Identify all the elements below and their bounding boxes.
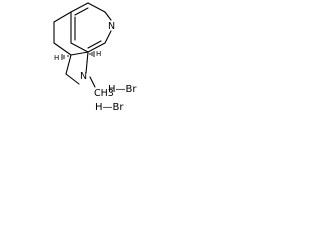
pyridine-ring (70, 2, 112, 53)
stereo-h-upper: H (96, 50, 101, 58)
bond (89, 76, 96, 88)
bond (85, 51, 89, 74)
bond (104, 30, 112, 44)
bond (70, 42, 89, 53)
hbr-salt-2: H—Br (95, 102, 124, 113)
bond (70, 2, 89, 13)
bond (65, 73, 80, 85)
bond (65, 54, 72, 75)
stereo-h-lower: H (54, 54, 59, 62)
hbr-salt-1: H—Br (108, 84, 137, 95)
bond (104, 11, 112, 21)
double-bond-inner (87, 40, 102, 49)
cyclohexane-ring (53, 11, 89, 56)
methyl-label: CH3 (94, 88, 114, 99)
pyrrolidine-ring (65, 51, 96, 88)
molecular-structure-diagram: N N CH3 H H H—Br H—Br (53, 2, 137, 113)
bond (87, 42, 106, 53)
bond (70, 51, 89, 56)
bond (53, 42, 72, 56)
stereo-bonds (61, 51, 95, 60)
bond (87, 2, 106, 13)
bond (53, 11, 72, 23)
pyridine-nitrogen-label: N (108, 21, 115, 32)
amine-nitrogen-label: N (80, 71, 87, 82)
double-bond-inner (74, 7, 89, 16)
